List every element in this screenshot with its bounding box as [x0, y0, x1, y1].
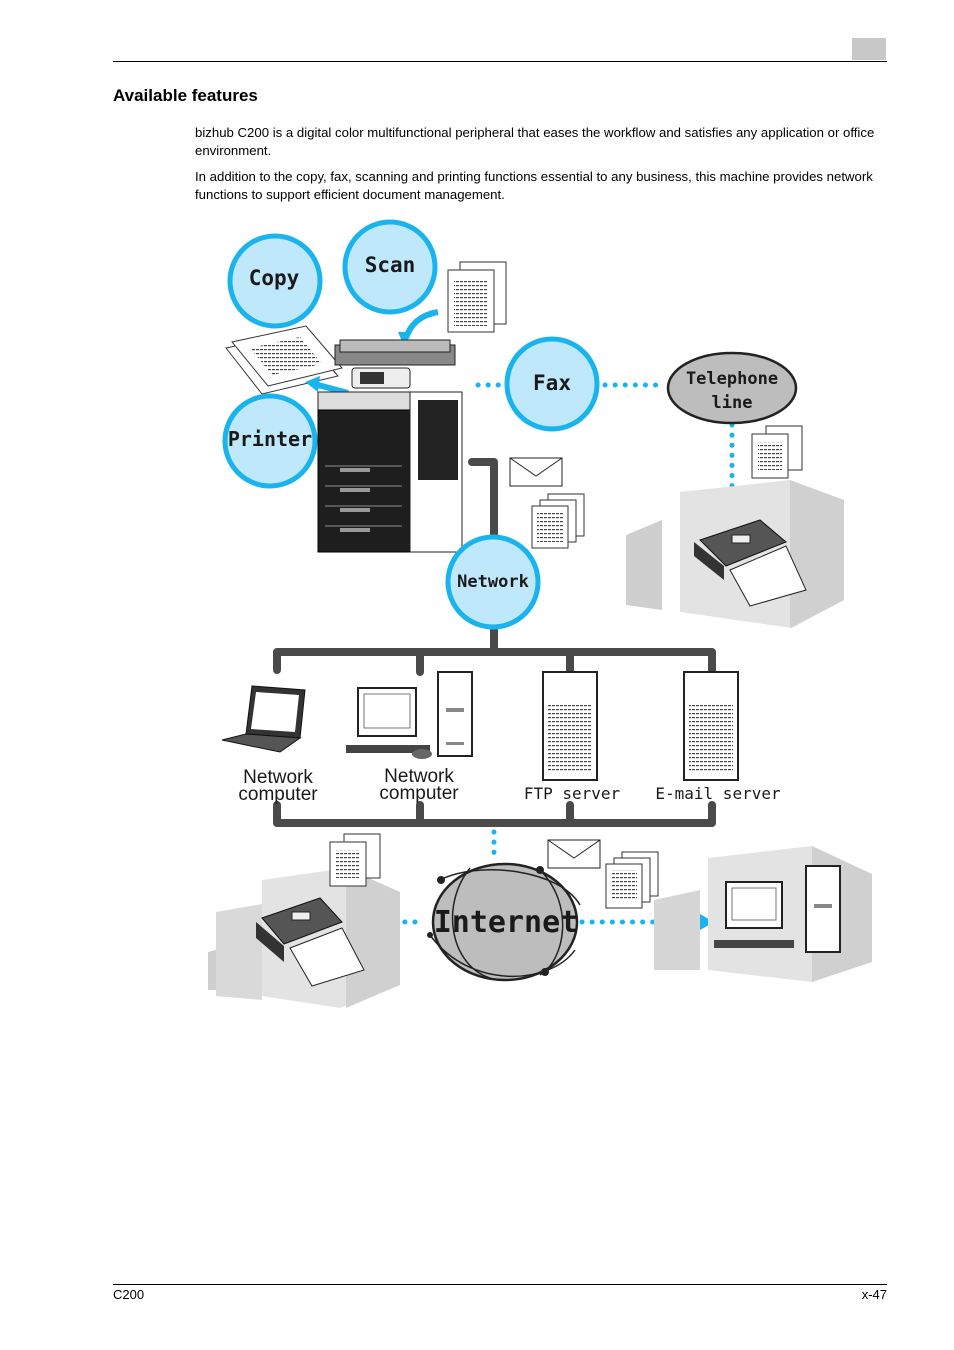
email-server-label: E-mail server [655, 784, 781, 803]
header-rule [113, 61, 887, 62]
printer-bubble: Printer [222, 393, 318, 489]
laptop-icon [221, 685, 306, 753]
telephone-line-bubble: Telephone line [666, 351, 798, 425]
telephone-label: Telephone [686, 369, 778, 389]
mfp-copier-icon [317, 339, 463, 553]
ftp-server-icon [542, 671, 598, 781]
footer-page-number: x-47 [861, 1287, 887, 1302]
arrow-to-right-office [700, 914, 714, 930]
copy-label: Copy [249, 266, 300, 290]
fax-bubble: Fax [504, 336, 600, 432]
envelope-icon [509, 457, 563, 487]
email-server-icon [683, 671, 739, 781]
scan-bubble: Scan [342, 219, 438, 315]
network-bubble: Network [445, 534, 541, 630]
network-computer-label-2b: computer [379, 783, 459, 804]
line-label: line [712, 393, 753, 413]
desktop-computer-icon [346, 671, 473, 759]
network-computer-label-1b: computer [238, 784, 318, 805]
left-fax-building [208, 868, 400, 1008]
right-office-computer-icon [714, 865, 841, 953]
left-fax-machine-icon [256, 897, 365, 987]
section-heading: Available features [113, 86, 258, 105]
internet-label: Internet [434, 905, 579, 940]
left-fax-documents-icon [329, 833, 381, 887]
fax-label: Fax [533, 371, 571, 395]
printer-label: Printer [228, 427, 312, 451]
scan-label: Scan [365, 253, 416, 277]
network-label: Network [457, 572, 529, 592]
fax-machine-icon [694, 519, 807, 607]
network-computer-label-1: Network [243, 767, 313, 788]
printed-paper-icon [225, 325, 343, 395]
scan-document-icon [447, 261, 507, 333]
fax-documents-icon [751, 425, 803, 479]
copy-bubble: Copy [227, 233, 323, 329]
features-diagram: Network computer Network computer FTP se… [208, 219, 872, 1008]
intro-paragraph: bizhub C200 is a digital color multifunc… [195, 125, 875, 158]
internet-globe: Internet [427, 862, 581, 982]
features-paragraph: In addition to the copy, fax, scanning a… [195, 169, 873, 202]
footer-rule [113, 1284, 887, 1285]
network-documents-icon [531, 493, 585, 549]
network-computer-label-2: Network [384, 766, 454, 787]
ftp-server-label: FTP server [524, 784, 621, 803]
chapter-tab [852, 38, 886, 60]
internet-documents-icon [605, 851, 659, 909]
footer-model: C200 [113, 1287, 145, 1302]
internet-envelope-icon [547, 839, 601, 869]
